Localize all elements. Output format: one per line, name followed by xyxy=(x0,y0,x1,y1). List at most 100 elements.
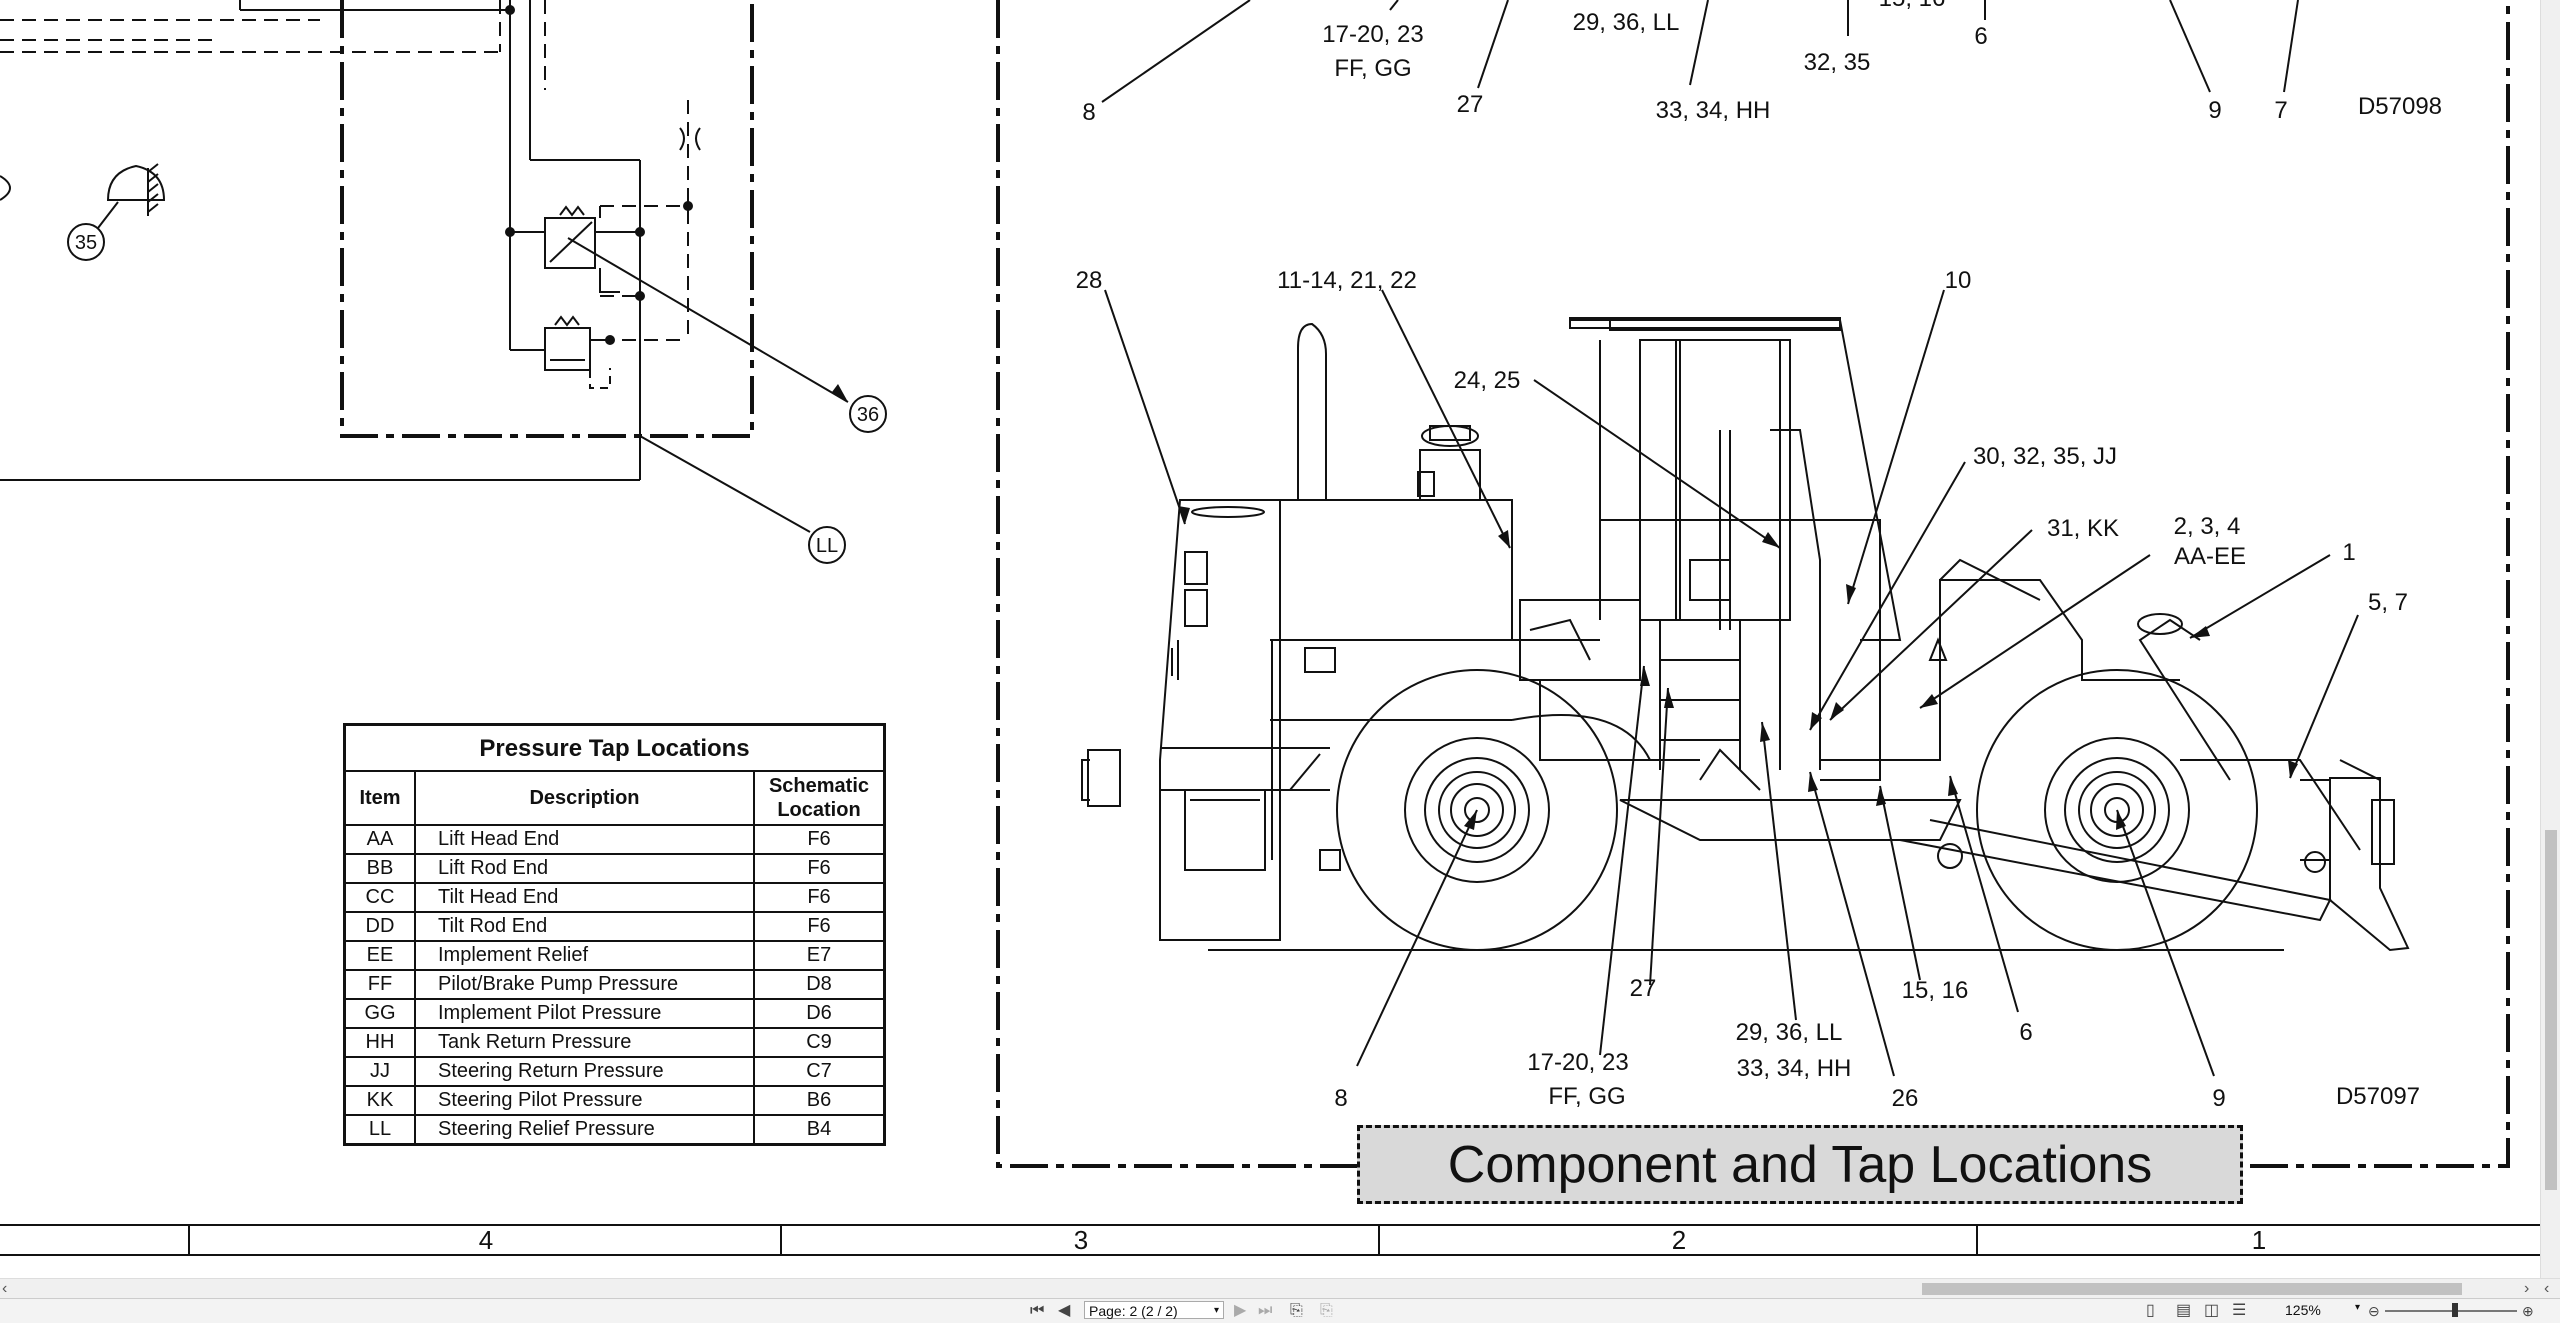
scroll-end-icon[interactable]: ‹ xyxy=(2544,1280,2550,1297)
hydraulic-schematic xyxy=(0,0,849,533)
chevron-down-icon: ▾ xyxy=(1213,1305,1219,1316)
continuous-view-icon[interactable]: ▤ xyxy=(2176,1302,2192,1319)
cell-description: Tilt Head End xyxy=(414,882,755,913)
cell-location: C7 xyxy=(753,1056,886,1087)
mark-LL: LL xyxy=(816,535,838,557)
previous-page-icon[interactable]: ◀ xyxy=(1058,1302,1071,1319)
cell-location: B4 xyxy=(753,1114,886,1146)
single-page-view-icon[interactable]: ▯ xyxy=(2146,1302,2155,1319)
zoom-in-icon[interactable]: ⊕ xyxy=(2522,1303,2534,1319)
cell-location: F6 xyxy=(753,911,886,942)
title-block: Component and Tap Locations xyxy=(1357,1125,2243,1204)
cell-item: GG xyxy=(343,998,416,1029)
zoom-slider-handle[interactable] xyxy=(2452,1303,2458,1317)
label-27: 27 xyxy=(1630,975,1657,1002)
cell-description: Tank Return Pressure xyxy=(414,1027,755,1058)
cell-item: EE xyxy=(343,940,416,971)
zoom-dropdown-icon[interactable]: ▾ xyxy=(2355,1302,2361,1313)
vertical-scroll-thumb[interactable] xyxy=(2545,830,2557,1190)
last-page-icon[interactable]: ⏭ xyxy=(1258,1302,1273,1319)
label-10: 10 xyxy=(1945,267,1972,294)
zone-ruler: 4 3 2 1 xyxy=(0,1224,2540,1256)
scroll-right-icon[interactable]: › xyxy=(2524,1280,2530,1297)
drawing-id-bottom: D57097 xyxy=(2336,1083,2420,1110)
label-2-3-4: 2, 3, 4 xyxy=(2174,513,2241,540)
col-item-header: Item xyxy=(343,770,416,826)
first-page-icon[interactable]: ⏮ xyxy=(1030,1302,1045,1319)
mark-35-circle xyxy=(67,223,105,261)
cell-location: C9 xyxy=(753,1027,886,1058)
label-ff-gg: FF, GG xyxy=(1548,1083,1625,1110)
top-label-9: 9 xyxy=(2208,97,2221,124)
cell-location: F6 xyxy=(753,824,886,855)
top-label-33-34-hh: 33, 34, HH xyxy=(1656,97,1771,124)
col-description-header: Description xyxy=(414,770,755,826)
label-11-14-21-22: 11-14, 21, 22 xyxy=(1277,267,1417,294)
book-view-icon[interactable]: ☰ xyxy=(2232,1302,2247,1319)
label-6: 6 xyxy=(2019,1019,2032,1046)
cell-description: Steering Relief Pressure xyxy=(414,1114,755,1146)
zoom-level[interactable]: 125% xyxy=(2285,1302,2321,1318)
zone-3: 3 xyxy=(780,1226,1380,1254)
scroll-left-icon[interactable]: ‹ xyxy=(2,1280,8,1297)
copy-page-icon[interactable]: ⎘ xyxy=(1290,1302,1303,1319)
label-17-20-23: 17-20, 23 xyxy=(1527,1049,1628,1076)
cell-item: LL xyxy=(343,1114,416,1146)
next-page-icon[interactable]: ▶ xyxy=(1234,1302,1247,1319)
zone-1: 1 xyxy=(1976,1226,2540,1254)
machine-side-view xyxy=(1081,317,2410,952)
status-bar: ⏮ ◀ Page: 2 (2 / 2) ▾ ▶ ⏭ ⎘ ⎘ ▯ ▤ ◫ ☰ 12… xyxy=(0,1298,2560,1323)
arrowheads xyxy=(832,384,2298,830)
two-page-view-icon[interactable]: ◫ xyxy=(2204,1302,2220,1319)
cell-item: BB xyxy=(343,853,416,884)
zoom-slider[interactable] xyxy=(2385,1310,2517,1312)
pressure-tap-table: Pressure Tap Locations Item Description … xyxy=(343,723,886,1146)
mark-35: 35 xyxy=(75,232,97,254)
top-label-29-36-ll: 29, 36, LL xyxy=(1573,9,1680,36)
zone-4: 4 xyxy=(188,1226,782,1254)
label-8: 8 xyxy=(1334,1085,1347,1112)
top-label-15-16: 15, 16 xyxy=(1879,0,1946,12)
page-selector[interactable]: Page: 2 (2 / 2) ▾ xyxy=(1084,1301,1224,1319)
cell-item: JJ xyxy=(343,1056,416,1087)
horizontal-scroll-thumb[interactable] xyxy=(1922,1283,2462,1295)
cell-description: Pilot/Brake Pump Pressure xyxy=(414,969,755,1000)
cell-location: E7 xyxy=(753,940,886,971)
drawing-id-top: D57098 xyxy=(2358,93,2442,120)
zoom-out-icon[interactable]: ⊖ xyxy=(2368,1303,2380,1319)
label-15-16: 15, 16 xyxy=(1902,977,1969,1004)
cell-item: FF xyxy=(343,969,416,1000)
cell-item: CC xyxy=(343,882,416,913)
cell-location: F6 xyxy=(753,882,886,913)
label-28: 28 xyxy=(1076,267,1103,294)
label-1: 1 xyxy=(2342,539,2355,566)
table-title: Pressure Tap Locations xyxy=(343,723,886,772)
horizontal-scrollbar[interactable]: ‹ › ‹ xyxy=(0,1278,2560,1299)
circle-marks xyxy=(67,223,887,564)
vertical-scrollbar[interactable] xyxy=(2540,0,2560,1280)
mark-36: 36 xyxy=(857,404,879,426)
cell-description: Steering Return Pressure xyxy=(414,1056,755,1087)
cell-item: KK xyxy=(343,1085,416,1116)
label-31-kk: 31, KK xyxy=(2047,515,2119,542)
label-33-34-hh: 33, 34, HH xyxy=(1737,1055,1852,1082)
cell-description: Lift Head End xyxy=(414,824,755,855)
label-5-7: 5, 7 xyxy=(2368,589,2408,616)
zone-2: 2 xyxy=(1378,1226,1978,1254)
cell-item: DD xyxy=(343,911,416,942)
cell-location: D6 xyxy=(753,998,886,1029)
paste-page-icon[interactable]: ⎘ xyxy=(1320,1302,1333,1319)
cell-location: F6 xyxy=(753,853,886,884)
cell-description: Implement Pilot Pressure xyxy=(414,998,755,1029)
top-label-8: 8 xyxy=(1082,99,1095,126)
cell-description: Implement Relief xyxy=(414,940,755,971)
